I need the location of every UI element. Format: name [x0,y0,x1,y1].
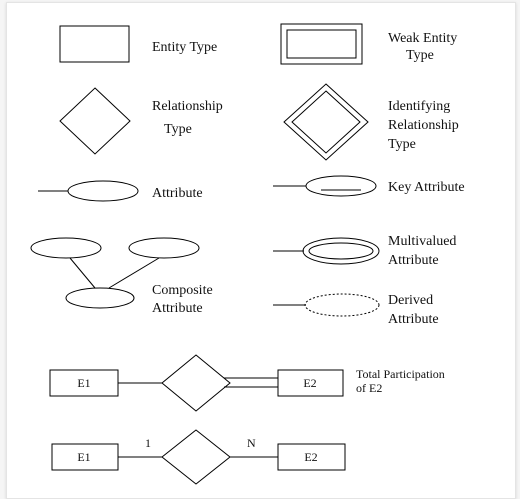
relationship-type-label: Relationship Type [152,99,226,137]
tp-caption: Total Participation of E2 [356,367,448,395]
key-attribute-entry: Key Attribute [273,175,465,197]
card-relationship-diamond [161,429,231,485]
attribute-label: Attribute [152,186,203,201]
tp-entity-e2-label: E2 [303,376,316,390]
card-entity-e2 [277,443,346,471]
identifying-relationship-entry: Identifying Relationship Type [283,83,462,161]
derived-ellipse-dashed [304,293,380,317]
multivalued-ellipse-inner [308,242,374,260]
tp-entity-e2 [277,369,344,397]
composite-part-right [128,237,200,259]
card-ratio-left: 1 [145,436,151,450]
card-entity-e1-label: E1 [77,450,90,464]
composite-link-right [108,257,160,289]
multivalued-attribute-entry: Multivalued Attribute [273,234,460,268]
entity-type-symbol [59,25,130,63]
composite-part-left [30,237,102,259]
multivalued-attribute-label: Multivalued Attribute [388,234,460,268]
attribute-ellipse [67,180,139,202]
relationship-type-entry: Relationship Type [59,87,226,155]
multivalued-ellipse-outer [302,237,380,265]
weak-entity-inner-box [286,29,357,59]
identifying-diamond-outer [283,83,369,161]
composite-attribute-entry: Composite Attribute [30,237,216,316]
key-attribute-label: Key Attribute [388,180,465,195]
derived-attribute-label: Derived Attribute [388,293,439,327]
composite-root [65,287,135,309]
composite-link-left [69,257,96,289]
composite-attribute-label: Composite Attribute [152,283,216,316]
derived-attribute-entry: Derived Attribute [273,293,439,327]
key-attribute-ellipse [305,175,377,197]
entity-type-label: Entity Type [152,40,217,55]
attribute-entry: Attribute [38,180,203,202]
relationship-diamond [59,87,131,155]
identifying-diamond-inner [291,90,361,154]
weak-entity-type-entry: Weak Entity Type [280,23,461,65]
weak-entity-outer-box [280,23,363,65]
entity-type-entry: Entity Type [59,25,217,63]
card-entity-e2-label: E2 [304,450,317,464]
cardinality-example: E1 E2 1 N [51,429,346,485]
tp-entity-e1-label: E1 [77,376,90,390]
card-ratio-right: N [247,436,256,450]
identifying-relationship-label: Identifying Relationship Type [388,99,462,152]
total-participation-example: E1 E2 Total Participation of E2 [49,354,448,412]
tp-relationship-diamond [161,354,231,412]
weak-entity-type-label: Weak Entity Type [388,31,461,63]
diagram-card [6,2,516,499]
